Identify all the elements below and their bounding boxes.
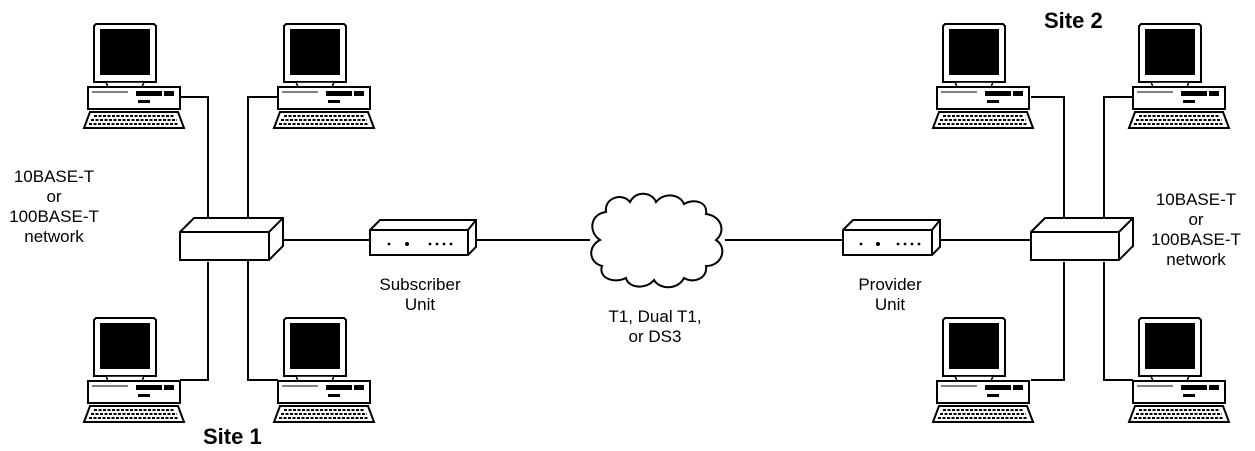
site2-workstation-bottom-left — [932, 317, 1034, 423]
workstation-icon — [932, 23, 1034, 129]
workstation-icon — [1128, 23, 1230, 129]
access-unit-icon — [842, 219, 941, 256]
network-right-label: 10BASE-T or 100BASE-T network — [1151, 190, 1241, 269]
site2-title: Site 2 — [1044, 8, 1103, 33]
cloud-icon — [590, 192, 724, 289]
workstation-icon — [1128, 317, 1230, 423]
hub-icon — [1030, 217, 1134, 261]
workstation-icon — [273, 23, 375, 129]
site1-cabling — [180, 96, 590, 381]
site1-workstation-bottom-left — [83, 317, 185, 423]
access-unit-icon — [369, 219, 477, 256]
site2-workstation-top-right — [1128, 23, 1230, 129]
site1-workstation-top-right — [273, 23, 375, 129]
subscriber-unit-label: Subscriber Unit — [379, 275, 461, 314]
workstation-icon — [932, 317, 1034, 423]
hub-icon — [179, 217, 284, 261]
provider-unit-label: Provider Unit — [858, 275, 922, 314]
workstation-icon — [273, 317, 375, 423]
network-left-label: 10BASE-T or 100BASE-T network — [9, 167, 99, 246]
wan-link-label: T1, Dual T1, or DS3 — [608, 307, 702, 346]
site1-workstation-bottom-right — [273, 317, 375, 423]
site1-title: Site 1 — [203, 424, 262, 449]
workstation-icon — [83, 23, 185, 129]
workstation-icon — [83, 317, 185, 423]
site2-cabling — [725, 96, 1133, 381]
site2-workstation-bottom-right — [1128, 317, 1230, 423]
site2-workstation-top-left — [932, 23, 1034, 129]
site1-workstation-top-left — [83, 23, 185, 129]
